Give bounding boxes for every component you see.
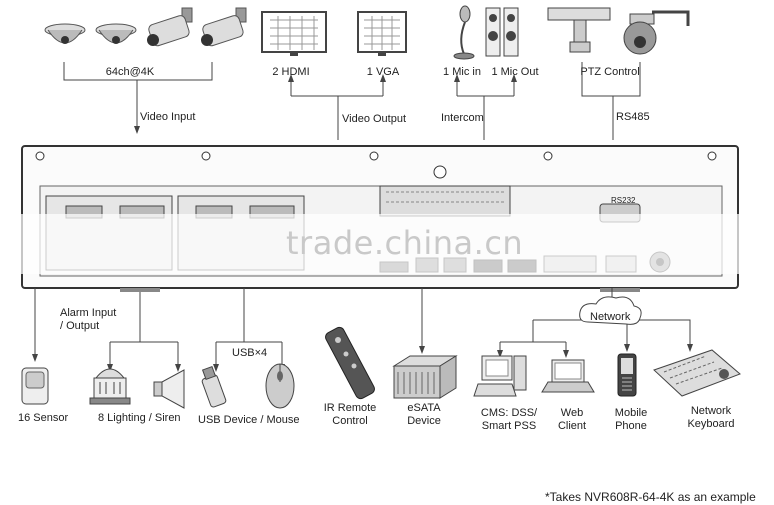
- usb-device-label: USB Device / Mouse: [198, 414, 300, 426]
- watermark-text: trade.china.cn: [286, 224, 524, 262]
- ir-remote-icon: [325, 326, 375, 400]
- siren-icon: [153, 369, 185, 409]
- rs485-label: RS485: [616, 111, 650, 123]
- dome-camera-icon: [95, 23, 137, 44]
- video-output-connector: [288, 74, 386, 140]
- mic-out-label: 1 Mic Out: [491, 66, 539, 78]
- web-client-label: Web Client: [557, 407, 587, 432]
- esata-device-icon: [392, 355, 458, 399]
- network-keyboard-icon: [653, 349, 741, 397]
- alarm-io-label: Alarm Input / Output: [60, 307, 117, 332]
- camera-count-label: 64ch@4K: [105, 66, 155, 78]
- watermark-band: [0, 214, 774, 274]
- ptz-camera-icon: [623, 10, 690, 55]
- mic-in-label: 1 Mic in: [443, 66, 481, 78]
- ptz-control-label: PTZ Control: [580, 66, 640, 78]
- cms-label: CMS: DSS/ Smart PSS: [480, 407, 538, 432]
- sensor-label: 16 Sensor: [18, 412, 69, 424]
- rs232-label: RS232: [611, 196, 636, 205]
- lighting-siren-label: 8 Lighting / Siren: [98, 412, 181, 424]
- mobile-phone-icon: [617, 353, 637, 397]
- vga-label: 1 VGA: [366, 66, 400, 78]
- speaker-icon: [485, 7, 519, 57]
- esata-label: eSATA Device: [407, 402, 441, 427]
- alarm-connector: [32, 288, 181, 372]
- sensor-icon: [21, 367, 49, 405]
- usb-connector: [213, 288, 285, 372]
- alarm-light-icon: [89, 368, 131, 405]
- network-label: Network: [590, 311, 631, 323]
- microphone-icon: [453, 5, 475, 60]
- video-output-label: Video Output: [342, 113, 407, 125]
- usb-drive-icon: [201, 365, 227, 408]
- ir-remote-label: IR Remote Control: [323, 402, 377, 427]
- hdmi-monitor-icon: [261, 11, 327, 56]
- video-input-label: Video Input: [140, 111, 196, 123]
- cms-computer-icon: [473, 355, 527, 397]
- ptz-keyboard-icon: [547, 7, 611, 53]
- video-input-connector: [63, 62, 213, 134]
- usb-count-label: USB×4: [232, 347, 268, 359]
- intercom-connector: [454, 74, 517, 140]
- vga-monitor-icon: [357, 11, 407, 56]
- mobile-phone-label: Mobile Phone: [614, 407, 648, 432]
- network-cloud-icon: [579, 296, 642, 325]
- bullet-camera-icon: [147, 7, 193, 47]
- network-keyboard-label: Network Keyboard: [687, 405, 735, 430]
- mouse-icon: [265, 363, 295, 409]
- dome-camera-icon: [44, 23, 86, 44]
- bullet-camera-icon: [201, 7, 247, 47]
- ptz-connector: [581, 62, 641, 140]
- laptop-icon: [541, 359, 595, 393]
- footnote: *Takes NVR608R-64-4K as an example: [545, 490, 756, 504]
- intercom-label: Intercom: [441, 112, 484, 124]
- hdmi-label: 2 HDMI: [272, 66, 310, 78]
